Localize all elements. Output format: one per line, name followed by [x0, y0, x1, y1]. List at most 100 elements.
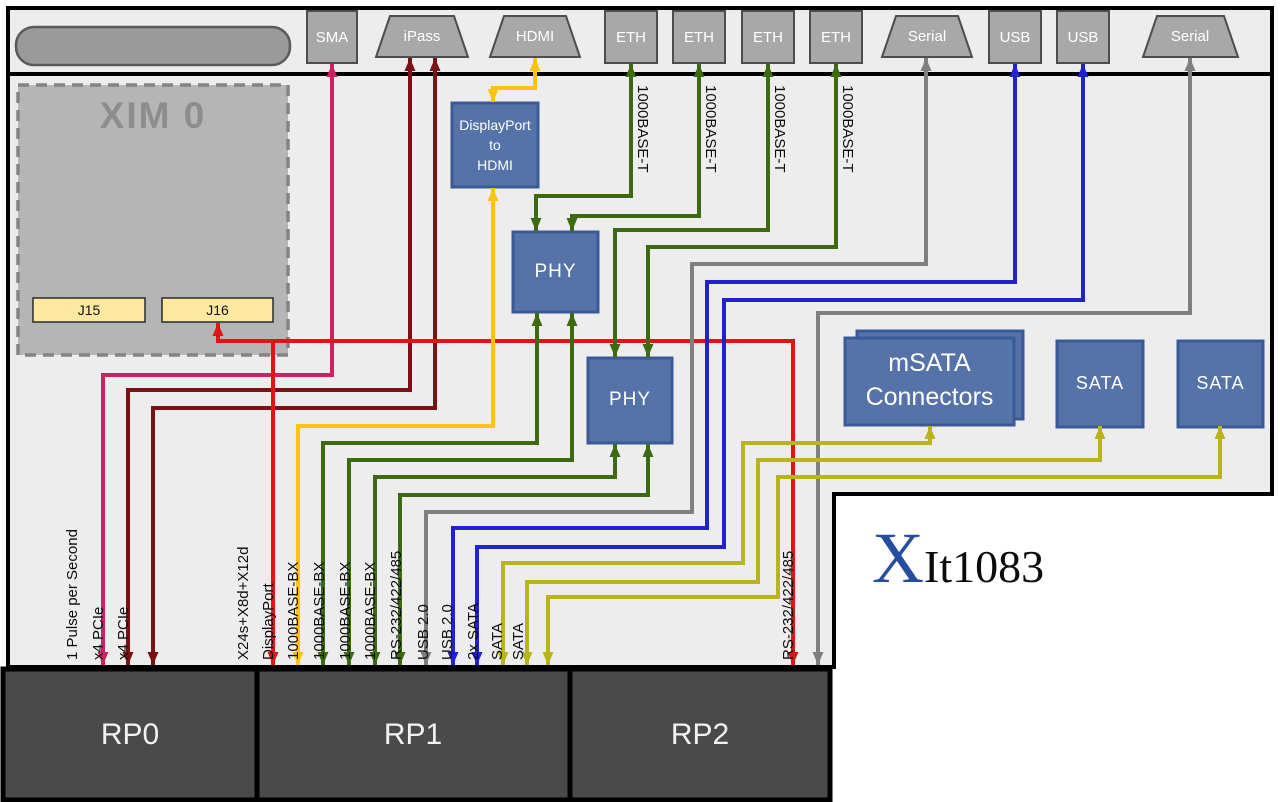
net-usb-2 — [471, 64, 1089, 665]
arrowhead-icon — [394, 652, 406, 665]
arrowhead-icon — [267, 652, 279, 665]
eth-line-label-4: 1000BASE-T — [839, 85, 856, 173]
line-label-displayport: DisplayPort — [260, 583, 277, 660]
arrowhead-icon — [447, 652, 459, 665]
rear-panel-row — [0, 666, 833, 802]
usb-connector-1 — [988, 10, 1042, 64]
net-bx-4 — [394, 444, 654, 665]
arrowhead-icon — [1077, 64, 1089, 77]
arrowhead-icon — [787, 652, 799, 665]
arrowhead-icon — [147, 652, 159, 665]
j15-connector — [32, 297, 146, 323]
net-hdmi — [487, 58, 541, 102]
arrowhead-icon — [566, 313, 578, 326]
arrowhead-icon — [812, 652, 824, 665]
net-pcie-a — [122, 58, 416, 665]
arrowhead-icon — [420, 652, 432, 665]
line-label-bx-1: 1000BASE-BX — [285, 561, 302, 660]
logo-x: X — [872, 518, 924, 598]
line-label-sata-2: SATA — [510, 623, 527, 660]
arrowhead-icon — [531, 313, 543, 326]
net-x24-main — [212, 323, 799, 665]
arrowhead-icon — [924, 426, 936, 439]
arrowhead-icon — [642, 444, 654, 457]
net-usb-1 — [447, 64, 1021, 665]
net-x24-branch — [267, 341, 279, 665]
arrowhead-icon — [542, 652, 554, 665]
net-eth-3 — [609, 64, 774, 357]
j16-connector — [161, 297, 274, 323]
arrowhead-icon — [521, 652, 533, 665]
line-label-pps: 1 Pulse per Second — [64, 529, 81, 660]
arrowhead-icon — [487, 188, 499, 201]
net-serial-2 — [812, 58, 1196, 665]
net-displayport — [292, 188, 499, 665]
arrowhead-icon — [762, 64, 774, 77]
arrowhead-icon — [830, 64, 842, 77]
line-label-bx-4: 1000BASE-BX — [362, 561, 379, 660]
eth-line-label-3: 1000BASE-T — [771, 85, 788, 173]
msata-block-front — [843, 336, 1016, 427]
eth-connector-1 — [604, 10, 658, 64]
net-sata-2x — [497, 426, 936, 665]
net-eth-1 — [530, 64, 637, 231]
arrowhead-icon — [369, 652, 381, 665]
arrowhead-icon — [212, 323, 224, 336]
phy-block-2 — [586, 356, 674, 445]
net-eth-4 — [642, 64, 842, 357]
eth-line-label-2: 1000BASE-T — [702, 85, 719, 173]
line-label-sata-1: SATA — [489, 623, 506, 660]
arrowhead-icon — [97, 652, 109, 665]
arrowhead-icon — [625, 64, 637, 77]
arrowhead-icon — [343, 652, 355, 665]
ipass-connector — [374, 15, 470, 58]
capsule-connector — [14, 25, 292, 67]
sata-block-2 — [1176, 339, 1265, 429]
arrowhead-icon — [404, 58, 416, 71]
line-label-bx-2: 1000BASE-BX — [311, 561, 328, 660]
phy-block-1 — [511, 230, 600, 314]
serial-connector-1 — [880, 15, 974, 58]
arrowhead-icon — [693, 64, 705, 77]
sma-connector — [306, 10, 358, 64]
arrowhead-icon — [642, 344, 654, 357]
eth-connector-2 — [672, 10, 726, 64]
line-label-bx-3: 1000BASE-BX — [337, 561, 354, 660]
arrowhead-icon — [566, 218, 578, 231]
arrowhead-icon — [1094, 426, 1106, 439]
line-label-2xsata: 2x SATA — [465, 603, 482, 660]
line-label-pcie-1: x4 PCIe — [90, 606, 107, 660]
arrowhead-icon — [429, 58, 441, 71]
logo-rest: It1083 — [924, 541, 1045, 592]
eth-connector-3 — [741, 10, 795, 64]
eth-line-label-1: 1000BASE-T — [634, 85, 651, 173]
net-bx-1 — [317, 313, 543, 665]
arrowhead-icon — [317, 652, 329, 665]
arrowhead-icon — [497, 652, 509, 665]
arrowhead-icon — [609, 444, 621, 457]
arrowhead-icon — [122, 652, 134, 665]
sata-block-1 — [1055, 339, 1145, 429]
net-pps — [97, 64, 338, 665]
line-label-usb-2: USB 2.0 — [439, 604, 456, 660]
net-bx-2 — [343, 313, 578, 665]
arrowhead-icon — [529, 58, 541, 71]
line-label-x24: X24s+X8d+X12d — [235, 546, 252, 660]
arrowhead-icon — [1214, 426, 1226, 439]
arrowhead-icon — [1184, 58, 1196, 71]
displayport-to-hdmi-block — [450, 101, 540, 189]
line-label-rs232-1: RS-232/422/485 — [388, 550, 405, 660]
net-bx-3 — [369, 444, 621, 665]
net-serial-1 — [420, 58, 932, 665]
arrowhead-icon — [530, 218, 542, 231]
line-label-rs232-2: RS-232/422/485 — [780, 550, 797, 660]
line-label-pcie-2: x4 PCIe — [115, 606, 132, 660]
net-sata-b — [542, 426, 1226, 665]
arrowhead-icon — [471, 652, 483, 665]
net-eth-2 — [566, 64, 705, 231]
arrowhead-icon — [487, 89, 499, 102]
net-pcie-b — [147, 58, 441, 665]
eth-connector-4 — [809, 10, 863, 64]
arrowhead-icon — [326, 64, 338, 77]
line-label-usb-1: USB 2.0 — [415, 604, 432, 660]
